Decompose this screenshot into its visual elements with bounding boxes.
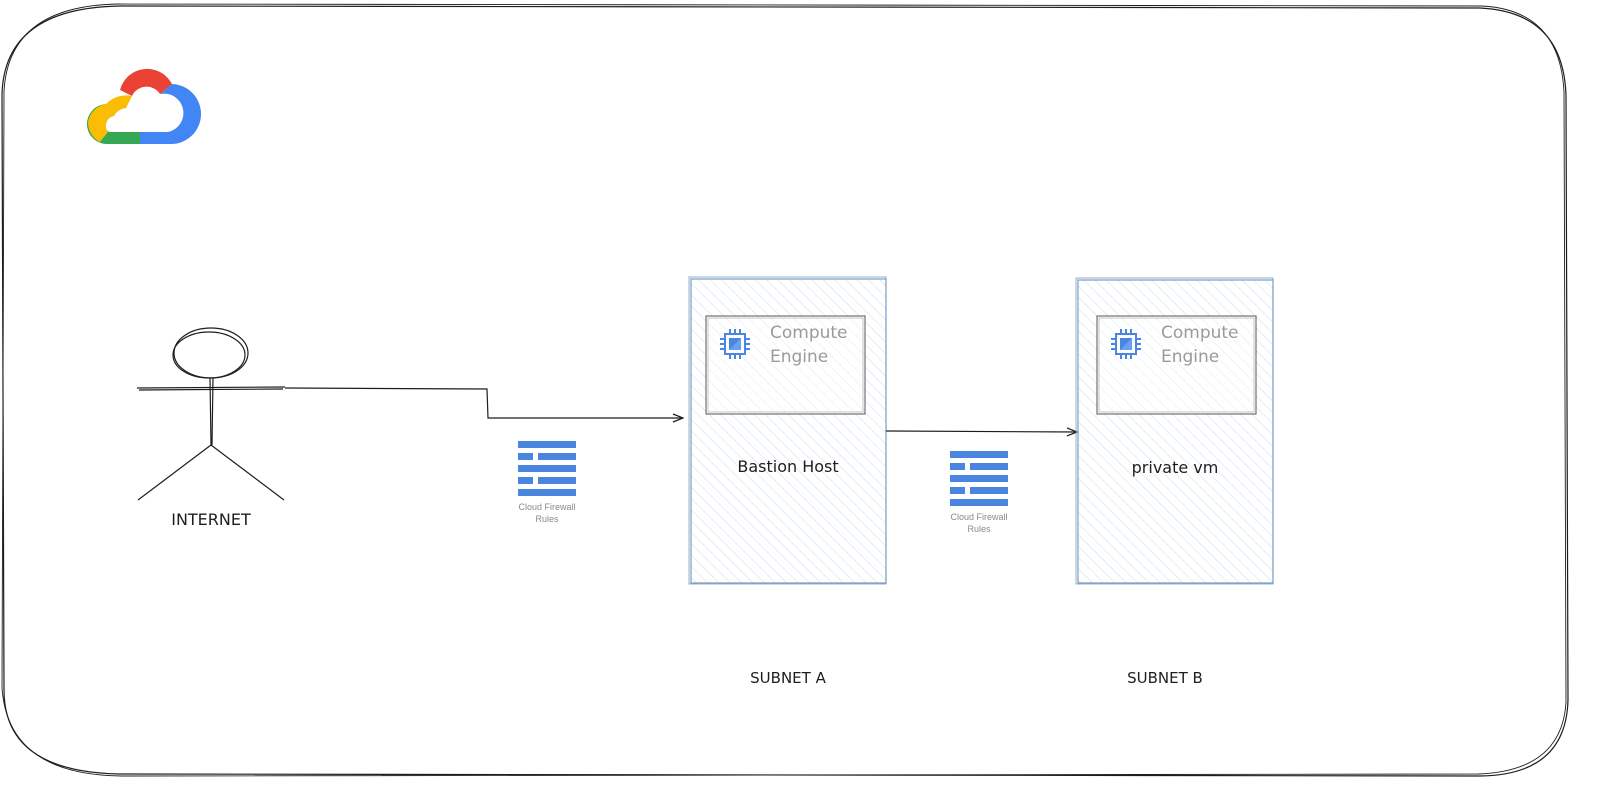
- bastion-host-label: Bastion Host: [737, 457, 838, 476]
- firewall-label-line2: Rules: [535, 514, 559, 524]
- cloud-firewall-rules-icon: [950, 451, 1008, 506]
- connector-internet-to-bastion: [284, 387, 683, 418]
- firewall-label-line1: Cloud Firewall: [950, 512, 1007, 522]
- stick-figure-icon: [136, 327, 286, 501]
- google-cloud-logo: [86, 68, 202, 145]
- compute-engine-label-line1: Compute: [770, 323, 848, 343]
- private-vm-label: private vm: [1132, 458, 1219, 477]
- compute-engine-label-line2: Engine: [1161, 347, 1219, 367]
- subnet-b-label: SUBNET B: [1127, 669, 1203, 687]
- firewall-label-line2: Rules: [967, 524, 991, 534]
- compute-engine-card-b: [1096, 315, 1257, 415]
- cloud-boundary: [1, 3, 1569, 777]
- compute-engine-chip-icon: [1111, 329, 1141, 359]
- connector-bastion-to-private-vm: [885, 431, 1077, 432]
- compute-engine-label-line2: Engine: [770, 347, 828, 367]
- compute-engine-label-line1: Compute: [1161, 323, 1239, 343]
- compute-engine-chip-icon: [720, 329, 750, 359]
- cloud-firewall-rules-icon: [518, 441, 576, 496]
- internet-label: INTERNET: [171, 510, 251, 529]
- firewall-label-line1: Cloud Firewall: [518, 502, 575, 512]
- subnet-a-label: SUBNET A: [750, 669, 826, 687]
- compute-engine-card-a: [705, 315, 866, 415]
